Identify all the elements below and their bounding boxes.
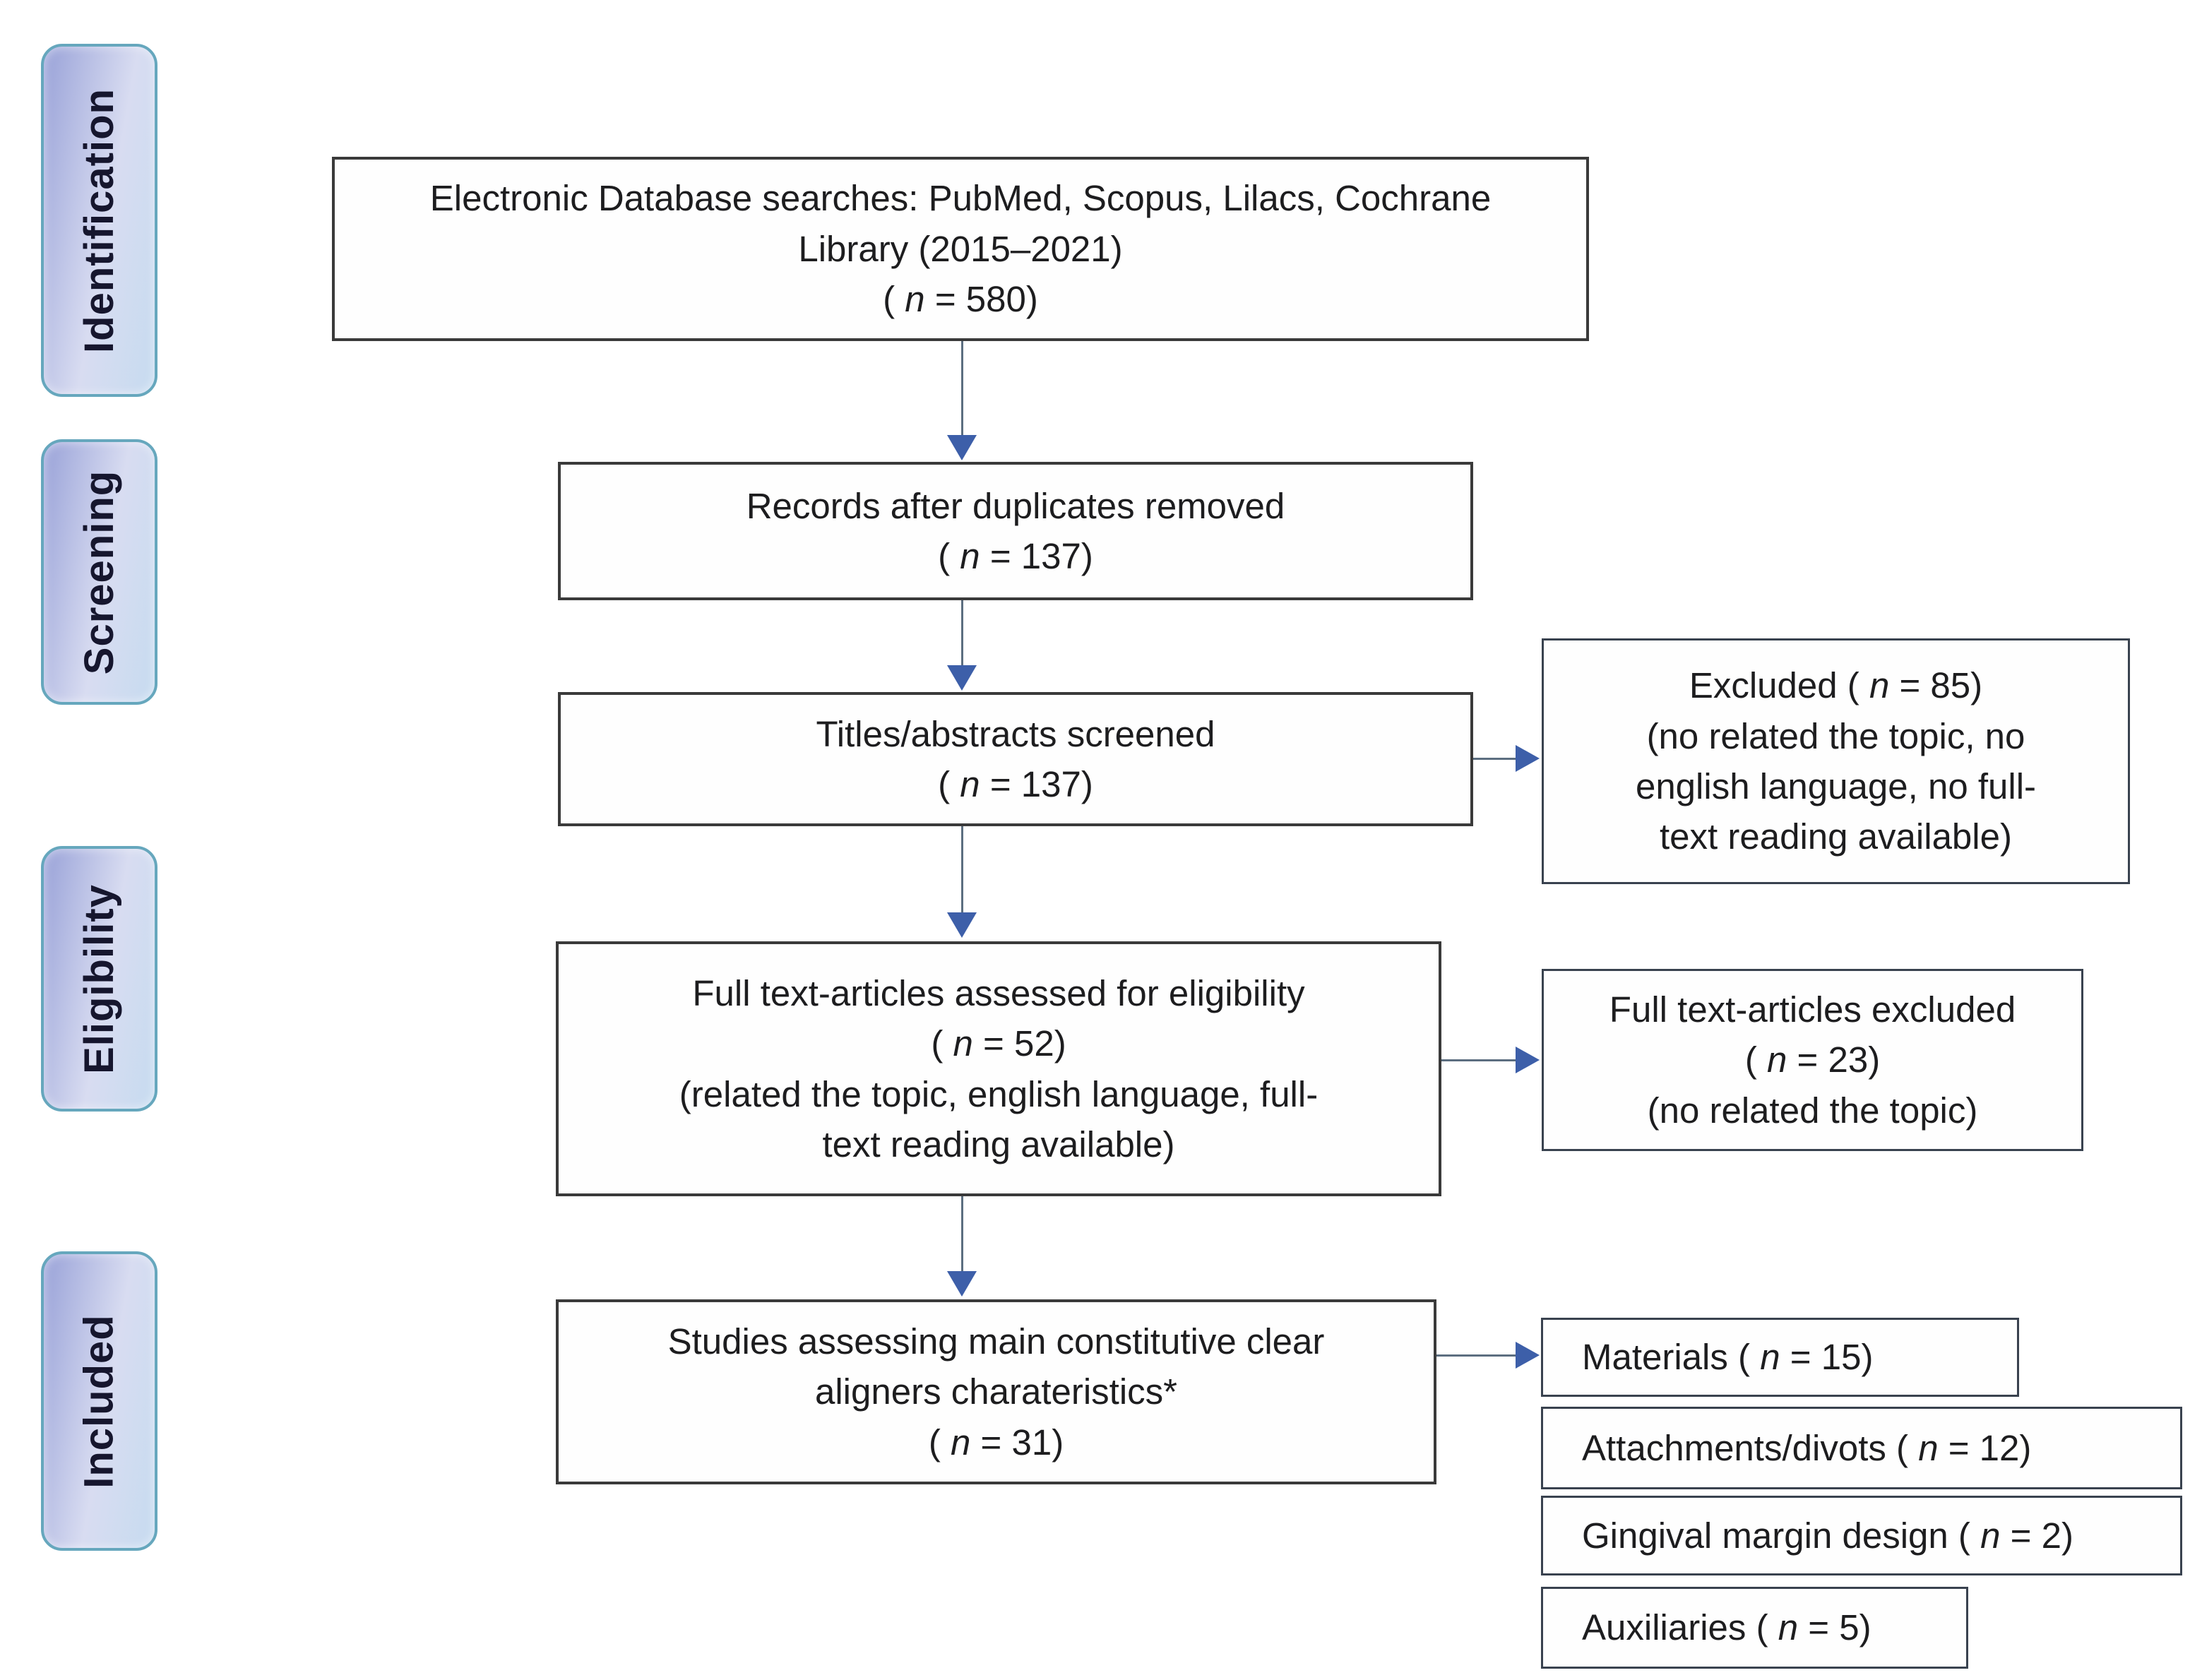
box-duplicates-removed: Records after duplicates removed( n = 13… — [558, 462, 1473, 600]
box-category-attachments-divots: Attachments/divots ( n = 12) — [1541, 1407, 2182, 1489]
arrow-search-to-duplicates-line — [961, 341, 963, 440]
stage-label-included: Included — [41, 1251, 157, 1551]
arrow-duplicates-to-titles-head-icon — [947, 665, 977, 691]
stage-label-identification: Identification — [41, 44, 157, 397]
box-category-materials: Materials ( n = 15) — [1541, 1318, 2019, 1397]
box-fulltext-excluded: Full text-articles excluded( n = 23)(no … — [1542, 969, 2083, 1151]
box-excluded: Excluded ( n = 85)(no related the topic,… — [1542, 638, 2130, 884]
box-database-searches: Electronic Database searches: PubMed, Sc… — [332, 157, 1589, 341]
box-included-studies: Studies assessing main constitutive clea… — [556, 1299, 1436, 1484]
arrow-fulltext-to-studies-line — [961, 1196, 963, 1274]
arrow-titles-to-fulltext-head-icon — [947, 912, 977, 938]
box-titles-abstracts-screened: Titles/abstracts screened( n = 137) — [558, 692, 1473, 826]
arrow-titles-to-fulltext-line — [961, 826, 963, 915]
stage-label-eligibility-text: Eligibility — [76, 883, 122, 1074]
arrow-search-to-duplicates-head-icon — [947, 435, 977, 460]
arrow-titles-to-excluded-line — [1473, 758, 1518, 760]
stage-label-included-text: Included — [76, 1313, 122, 1489]
arrow-fulltext-to-ft-excluded-head-icon — [1516, 1047, 1540, 1073]
stage-label-identification-text: Identification — [76, 88, 123, 353]
stage-label-eligibility: Eligibility — [41, 846, 157, 1112]
box-fulltext-assessed: Full text-articles assessed for eligibil… — [556, 941, 1441, 1196]
arrow-fulltext-to-ft-excluded-line — [1441, 1059, 1518, 1061]
arrow-duplicates-to-titles-line — [961, 600, 963, 671]
arrow-studies-to-categories-head-icon — [1516, 1342, 1540, 1369]
arrow-studies-to-categories-line — [1436, 1354, 1518, 1357]
box-category-gingival-margin-design: Gingival margin design ( n = 2) — [1541, 1496, 2182, 1575]
stage-label-screening-text: Screening — [76, 470, 122, 674]
arrow-fulltext-to-studies-head-icon — [947, 1271, 977, 1297]
stage-label-screening: Screening — [41, 439, 157, 705]
box-category-auxiliaries: Auxiliaries ( n = 5) — [1541, 1587, 1968, 1669]
arrow-titles-to-excluded-head-icon — [1516, 745, 1540, 772]
